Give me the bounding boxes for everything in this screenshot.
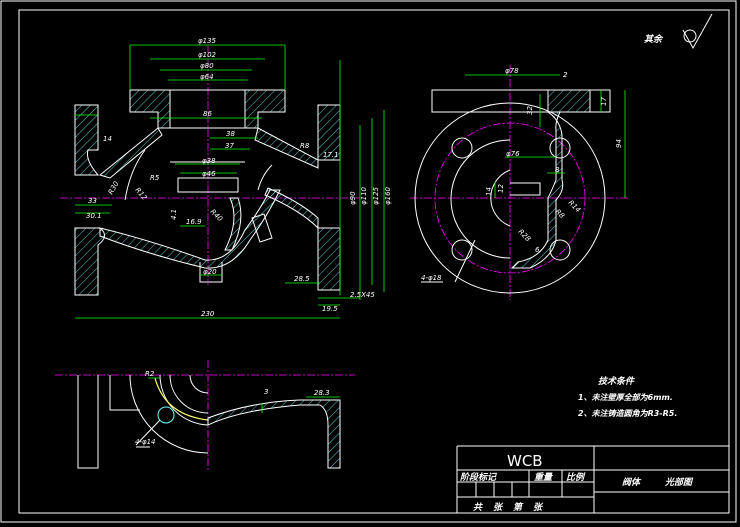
dim-label: 12 [497, 184, 505, 193]
material-label: WCB [507, 452, 543, 470]
sheet-unit-label: 张 [533, 502, 544, 513]
dim-label: 32 [526, 106, 534, 115]
dim-label: φ135 [198, 37, 217, 45]
front-dimension-labels: φ135 φ102 φ80 φ64 86 38 37 φ38 φ46 14 33… [86, 37, 392, 318]
dim-label: 28.3 [314, 389, 330, 397]
dim-label: 2.5X45 [350, 291, 375, 299]
roughness-check-icon [682, 13, 713, 50]
technical-requirements: 技术条件 1、未注壁厚全部为6mm. 2、未注铸造圆角为R3-R5. [578, 376, 677, 418]
dim-label: φ160 [384, 186, 392, 205]
dim-label: 17.1 [323, 151, 339, 159]
dim-label: R30 [107, 180, 121, 196]
dim-label: R28 [517, 228, 533, 244]
dim-label: 38 [226, 130, 235, 138]
front-section-view: φ135 φ102 φ80 φ64 86 38 37 φ38 φ46 14 33… [60, 37, 392, 319]
dim-label: 86 [203, 110, 212, 118]
dim-label: 28.5 [294, 275, 310, 283]
roughness-note-text: 其余 [644, 34, 664, 45]
sheets-unit-label: 张 [493, 502, 504, 513]
dim-label: φ125 [372, 186, 380, 205]
dim-label: R5 [150, 174, 160, 182]
dim-label: 6 [535, 246, 540, 254]
part-name: 阀体 [622, 477, 642, 488]
dim-label: 16.9 [186, 218, 202, 226]
dim-label: R14 [567, 199, 582, 214]
dim-label: 4-φ14 [135, 438, 156, 446]
dim-label: φ102 [198, 51, 217, 59]
dim-label: 8 [555, 166, 560, 174]
title-block: WCB 阶段标记 重量 比例 共 张 第 张 阀体 光部图 [456, 445, 729, 513]
side-view: φ78 2 32 17 94 φ76 8 14 12 R14 R8 R28 6 … [410, 65, 630, 300]
dim-label: φ38 [202, 157, 216, 165]
dim-label: 30.1 [86, 212, 102, 220]
dim-label: 4.1 [170, 209, 178, 220]
dim-label: 37 [225, 142, 234, 150]
dim-label: 3 [264, 388, 268, 396]
stage-mark-label: 阶段标记 [460, 472, 497, 483]
dim-label: φ80 [200, 62, 214, 70]
dim-label: 2 [563, 71, 568, 79]
dim-label: R12 [133, 186, 148, 202]
dim-label: 4-φ18 [421, 274, 442, 282]
dim-label: φ46 [202, 170, 216, 178]
tech-notes-title: 技术条件 [598, 376, 635, 387]
dim-label: φ78 [505, 67, 519, 75]
drawing-type: 光部图 [664, 477, 694, 488]
dim-label: 19.5 [322, 305, 338, 313]
sheets-total-label: 共 [473, 502, 483, 513]
dim-label: φ76 [506, 150, 520, 158]
dim-label: 17 [600, 97, 608, 106]
dim-label: R40 [209, 208, 225, 224]
dim-label: 94 [615, 139, 623, 148]
scale-label: 比例 [566, 472, 586, 483]
dim-label: φ64 [200, 73, 214, 81]
dim-label: R2 [145, 370, 155, 378]
dim-label: φ110 [360, 186, 368, 205]
roughness-note: 其余 [644, 13, 713, 50]
sheet-label: 第 [513, 502, 524, 513]
tech-note-item: 1、未注壁厚全部为6mm. [578, 392, 673, 402]
dim-label: R8 [300, 142, 310, 150]
plan-view: 28.3 3 4-φ14 R2 [55, 360, 355, 470]
weight-label: 重量 [534, 472, 553, 483]
dim-label: φ20 [203, 268, 217, 276]
tech-note-item: 2、未注铸造圆角为R3-R5. [578, 409, 677, 418]
dim-label: φ90 [349, 191, 357, 205]
dim-label: 230 [201, 310, 215, 318]
dim-label: 14 [485, 187, 493, 196]
dim-label: 14 [103, 135, 112, 143]
dim-label: 33 [88, 197, 97, 205]
